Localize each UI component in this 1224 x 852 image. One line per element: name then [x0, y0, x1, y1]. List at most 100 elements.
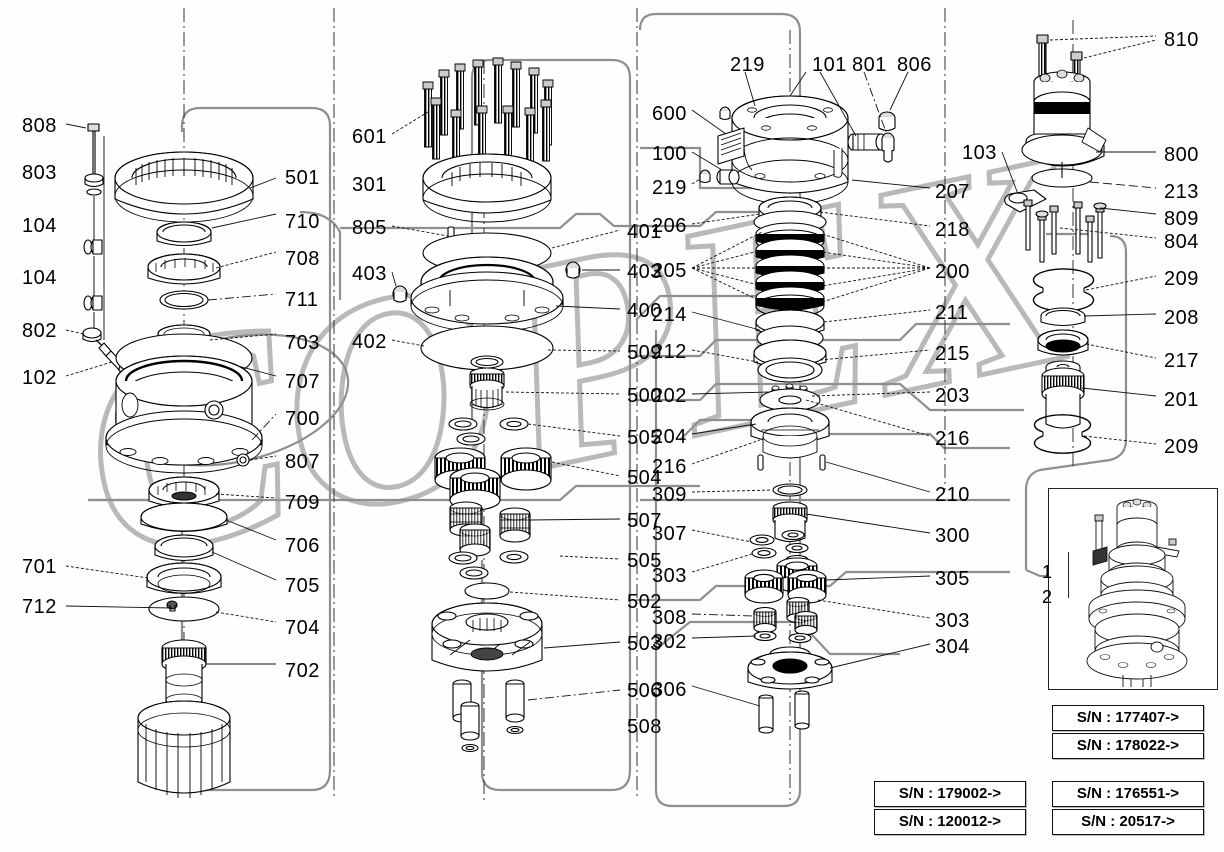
callout-213[interactable]: 213 [1164, 181, 1199, 203]
callout-804[interactable]: 804 [1164, 231, 1199, 253]
part-201 [1041, 360, 1085, 429]
callout-801[interactable]: 801 [852, 54, 887, 76]
callout-703[interactable]: 703 [285, 332, 320, 354]
serial-number-box[interactable]: S/N : 177407-> [1052, 705, 1204, 731]
callout-803[interactable]: 803 [22, 162, 57, 184]
callout-218[interactable]: 218 [935, 219, 970, 241]
callout-209[interactable]: 209 [1164, 436, 1199, 458]
callout-403[interactable]: 403 [352, 263, 387, 285]
callout-219[interactable]: 219 [652, 177, 687, 199]
callout-211[interactable]: 211 [935, 302, 969, 324]
callout-706[interactable]: 706 [285, 535, 320, 557]
callout-104[interactable]: 104 [22, 267, 57, 289]
callout-700[interactable]: 700 [285, 408, 320, 430]
callout-214[interactable]: 214 [652, 304, 687, 326]
part-500 [469, 367, 505, 411]
part-209-upper [1032, 268, 1095, 312]
callout-205[interactable]: 205 [652, 260, 687, 282]
callout-702[interactable]: 702 [285, 660, 320, 682]
callout-601[interactable]: 601 [352, 126, 387, 148]
part-505-lower [448, 550, 529, 580]
part-204 [750, 407, 830, 459]
part-507 [449, 501, 531, 557]
callout-707[interactable]: 707 [285, 371, 320, 393]
callout-200[interactable]: 200 [935, 261, 970, 283]
part-302 [753, 630, 812, 644]
callout-805[interactable]: 805 [352, 217, 387, 239]
callout-807[interactable]: 807 [285, 451, 320, 473]
callout-203[interactable]: 203 [935, 385, 970, 407]
part-800 [1021, 69, 1107, 167]
callout-101[interactable]: 101 [812, 54, 847, 76]
callout-209[interactable]: 209 [1164, 268, 1199, 290]
part-305 [744, 557, 827, 604]
part-801 [881, 132, 895, 163]
callout-301[interactable]: 301 [352, 174, 387, 196]
serial-number-box[interactable]: S/N : 178022-> [1052, 733, 1204, 759]
callout-104[interactable]: 104 [22, 215, 57, 237]
part-501 [114, 151, 254, 223]
part-104-lower [83, 295, 103, 311]
callout-217[interactable]: 217 [1164, 350, 1199, 372]
part-213 [1031, 162, 1093, 188]
callout-806[interactable]: 806 [897, 54, 932, 76]
part-804 [1023, 199, 1105, 263]
serial-number-box[interactable]: S/N : 179002-> [874, 781, 1026, 807]
part-207 [731, 95, 849, 205]
callout-508[interactable]: 508 [627, 716, 662, 738]
part-702 [137, 639, 231, 798]
serial-number-box[interactable]: S/N : 176551-> [1052, 781, 1204, 807]
serial-number-box[interactable]: S/N : 20517-> [1052, 809, 1204, 835]
part-219-top [719, 106, 731, 121]
callout-809[interactable]: 809 [1164, 208, 1199, 230]
callout-304[interactable]: 304 [935, 636, 970, 658]
callout-216[interactable]: 216 [652, 456, 687, 478]
part-803 [84, 173, 104, 196]
callout-309[interactable]: 309 [652, 484, 687, 506]
callout-212[interactable]: 212 [652, 341, 687, 363]
callout-705[interactable]: 705 [285, 575, 320, 597]
callout-201[interactable]: 201 [1164, 389, 1199, 411]
callout-303[interactable]: 303 [652, 565, 687, 587]
callout-712[interactable]: 712 [22, 596, 57, 618]
callout-207[interactable]: 207 [935, 181, 970, 203]
inset-variant-bracket [1068, 552, 1069, 598]
callout-305[interactable]: 305 [935, 568, 970, 590]
callout-800[interactable]: 800 [1164, 144, 1199, 166]
callout-103[interactable]: 103 [962, 142, 997, 164]
callout-708[interactable]: 708 [285, 248, 320, 270]
callout-300[interactable]: 300 [935, 525, 970, 547]
callout-600[interactable]: 600 [652, 103, 687, 125]
callout-204[interactable]: 204 [652, 426, 687, 448]
callout-810[interactable]: 810 [1164, 29, 1199, 51]
callout-206[interactable]: 206 [652, 215, 687, 237]
callout-303[interactable]: 303 [935, 610, 970, 632]
callout-102[interactable]: 102 [22, 367, 57, 389]
callout-704[interactable]: 704 [285, 617, 320, 639]
callout-709[interactable]: 709 [285, 492, 320, 514]
part-503 [431, 602, 543, 672]
callout-100[interactable]: 100 [652, 143, 687, 165]
callout-216[interactable]: 216 [935, 428, 970, 450]
callout-711[interactable]: 711 [285, 289, 319, 311]
callout-219[interactable]: 219 [730, 54, 765, 76]
serial-number-box[interactable]: S/N : 120012-> [874, 809, 1026, 835]
callout-306[interactable]: 306 [652, 679, 687, 701]
callout-710[interactable]: 710 [285, 211, 320, 233]
callout-402[interactable]: 402 [352, 331, 387, 353]
callout-501[interactable]: 501 [285, 167, 320, 189]
callout-701[interactable]: 701 [22, 556, 57, 578]
part-101 [847, 133, 887, 151]
part-217 [1037, 329, 1089, 356]
callout-802[interactable]: 802 [22, 320, 57, 342]
callout-208[interactable]: 208 [1164, 307, 1199, 329]
callout-215[interactable]: 215 [935, 343, 970, 365]
callout-808[interactable]: 808 [22, 115, 57, 137]
callout-210[interactable]: 210 [935, 484, 970, 506]
callout-202[interactable]: 202 [652, 385, 687, 407]
callout-302[interactable]: 302 [652, 631, 687, 653]
callout-307[interactable]: 307 [652, 523, 687, 545]
callout-308[interactable]: 308 [652, 607, 687, 629]
